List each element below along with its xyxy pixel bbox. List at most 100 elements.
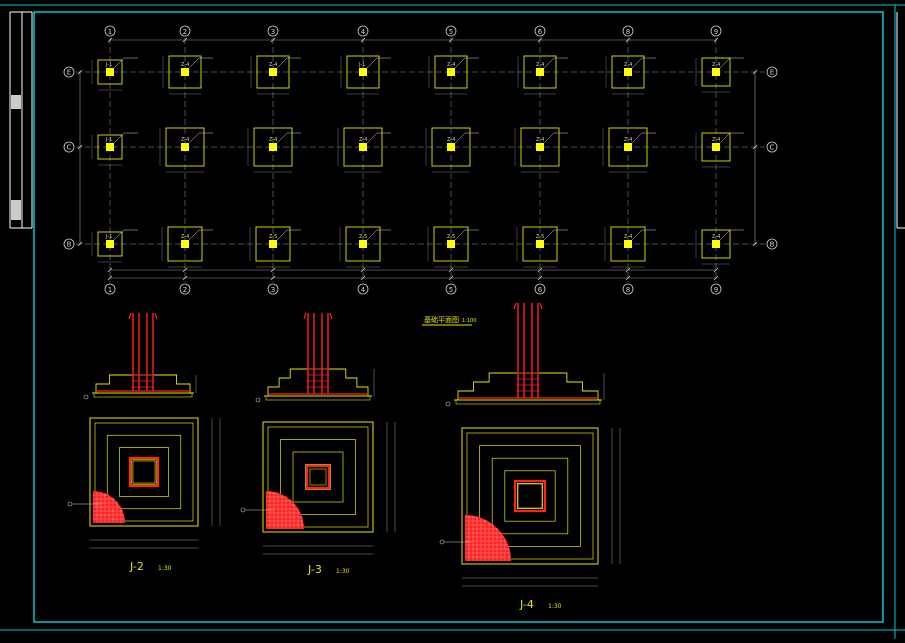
grid-label-bottom: 3 [271, 286, 275, 294]
footing-step-outline [280, 439, 356, 515]
footing-outline [608, 127, 648, 167]
dimension-tick [360, 267, 366, 273]
footing-section-profile [267, 368, 369, 396]
grid-label-bottom: 2 [183, 286, 187, 294]
grid-label-bottom: 1 [108, 286, 112, 294]
column-section [624, 240, 632, 248]
footing-plan-outline [262, 421, 374, 533]
column-section [536, 143, 544, 151]
dimension-tick [448, 275, 454, 281]
plan-title: 基础平面图 [424, 315, 459, 324]
footing-outline [520, 127, 560, 167]
leader-line [366, 132, 378, 144]
footing-outline [97, 134, 123, 160]
footing-outline [168, 55, 202, 89]
leader-line [113, 57, 125, 69]
grid-bubble-bottom [179, 283, 191, 295]
footing-pad [455, 399, 601, 405]
footing-label: Z-4 [536, 137, 544, 143]
grid-bubble-bottom [445, 283, 457, 295]
footing-outline [97, 59, 123, 85]
rebar-mesh-quarter [266, 491, 304, 529]
column-section [359, 143, 367, 151]
grid-label-bottom: 4 [361, 286, 366, 294]
detail-j2-scale: 1:30 [158, 565, 172, 572]
footing-pad [265, 395, 371, 401]
plan-footing: Z-4 [602, 127, 656, 173]
leader-line [719, 132, 731, 144]
column-section [447, 240, 455, 248]
leader-line [113, 229, 125, 241]
column-section [447, 68, 455, 76]
footing-label: J-1 [358, 62, 365, 68]
leader-line [631, 229, 643, 241]
plan-footing: Z-4 [250, 55, 301, 95]
footing-plan-outline-inner [466, 432, 594, 560]
plan-footing: Z-5 [516, 226, 568, 268]
dimension-tick [625, 267, 631, 273]
grid-label-bottom: 5 [449, 286, 453, 294]
grid-bubble-top [104, 25, 116, 37]
dimension-tick [182, 275, 188, 281]
dimension-tick [77, 241, 83, 247]
callout-bubble [445, 401, 451, 407]
dimension-tick [270, 267, 276, 273]
dimension-tick [752, 69, 758, 75]
dimension-tick [713, 275, 719, 281]
grid-label-top: 9 [714, 28, 718, 36]
footing-label: Z-4 [269, 137, 277, 143]
dimension-tick [625, 37, 631, 43]
dimension-tick [107, 267, 113, 273]
column-section [712, 68, 720, 76]
dimension-tick [537, 37, 543, 43]
column-plan-inner [517, 483, 543, 509]
footing-outline [522, 226, 558, 262]
column-section [106, 240, 114, 248]
footing-plan-outline-inner [267, 426, 369, 528]
footing-outline [431, 127, 471, 167]
footing-outline [167, 226, 203, 262]
right-title-strip [896, 12, 905, 229]
plan-footing: Z-4 [161, 226, 213, 268]
footing-outline [253, 127, 293, 167]
dimension-tick [182, 267, 188, 273]
dimension-tick [107, 37, 113, 43]
footing-section-profile [457, 372, 599, 400]
footing-step-outline [504, 470, 556, 522]
column-section [181, 240, 189, 248]
grid-bubble-top [445, 25, 457, 37]
plan-footing: Z-4 [428, 55, 479, 95]
detail-j4-label: J-4 [519, 598, 534, 611]
callout-bubble [67, 501, 73, 507]
footing-outline [523, 55, 557, 89]
column-plan [513, 479, 547, 513]
grid-bubble-left [63, 66, 75, 78]
footing-label: J-1 [105, 62, 112, 68]
grid-label-left: E [67, 69, 71, 77]
dimension-tick [752, 144, 758, 150]
leader-line [454, 229, 466, 241]
footing-pad [93, 392, 193, 398]
leader-line [276, 57, 288, 69]
plan-footing: Z-4 [605, 55, 656, 95]
detail-j3-scale: 1:30 [336, 568, 350, 575]
footing-outline [343, 127, 383, 167]
rebar-hook [539, 302, 543, 310]
rebar-mesh-quarter [465, 515, 511, 561]
column-section [269, 143, 277, 151]
footing-step-outline [491, 457, 569, 535]
plan-footing: Z-4 [517, 55, 568, 95]
grid-bubble-right [766, 238, 778, 250]
grid-bubble-top [622, 25, 634, 37]
dimension-tick [448, 37, 454, 43]
leader-line [543, 57, 555, 69]
column-section [269, 68, 277, 76]
plan-footing: Z-4 [695, 229, 744, 265]
leader-line [631, 57, 643, 69]
footing-outline [97, 231, 123, 257]
dimension-tick [537, 275, 543, 281]
column-plan [128, 456, 160, 488]
dimension-tick [182, 37, 188, 43]
